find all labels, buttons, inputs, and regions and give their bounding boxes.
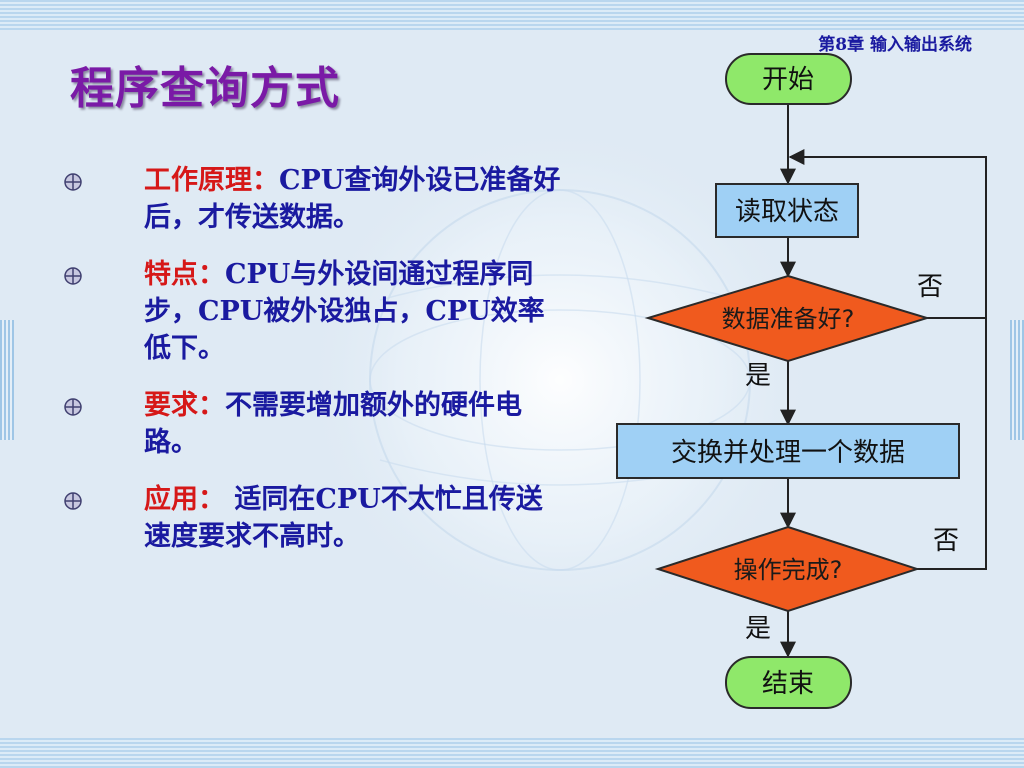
bullet-label: 工作原理：	[144, 165, 279, 196]
read-status-node: 读取状态	[715, 183, 859, 238]
globe-bullet-icon	[64, 398, 82, 416]
right-decorative-band	[1010, 320, 1024, 440]
chapter-heading: 第8章 输入输出系统	[818, 35, 972, 55]
data-ready-label: 数据准备好?	[722, 305, 855, 333]
operation-done-label: 操作完成?	[734, 556, 843, 584]
flow-connectors	[780, 104, 987, 658]
exchange-label: 交换并处理一个数据	[671, 438, 905, 468]
bullet-item: 工作原理：CPU查询外设已准备好后，才传送数据。	[62, 162, 562, 236]
bullet-body: 不需要增加额外的硬件电路。	[144, 390, 522, 458]
top-decorative-band	[0, 0, 1024, 30]
globe-bullet-icon	[64, 267, 82, 285]
data-ready-decision: 数据准备好?	[644, 274, 931, 363]
no-label-1: 否	[917, 272, 943, 302]
operation-done-decision: 操作完成?	[654, 525, 921, 613]
yes-label-1: 是	[745, 361, 771, 391]
bullet-item: 应用： 适同在CPU不太忙且传送速度要求不高时。	[62, 481, 562, 555]
globe-bullet-icon	[64, 492, 82, 510]
bottom-decorative-band	[0, 738, 1024, 768]
bullet-label: 特点：	[144, 259, 225, 290]
yes-label-2: 是	[745, 614, 771, 644]
bullet-body: CPU查询外设已准备好后，才传送数据。	[144, 165, 561, 233]
left-decorative-band	[0, 320, 14, 440]
exchange-process-node: 交换并处理一个数据	[616, 423, 960, 479]
bullet-label: 应用：	[144, 484, 225, 515]
bullet-list: 工作原理：CPU查询外设已准备好后，才传送数据。 特点：CPU与外设间通过程序同…	[62, 162, 562, 575]
bullet-item: 要求：不需要增加额外的硬件电路。	[62, 387, 562, 461]
globe-bullet-icon	[64, 173, 82, 191]
no-label-2: 否	[933, 526, 959, 556]
read-status-label: 读取状态	[735, 197, 839, 227]
slide-title: 程序查询方式	[70, 63, 340, 114]
bullet-body: CPU与外设间通过程序同步，CPU被外设独占，CPU效率低下。	[144, 259, 545, 364]
end-label: 结束	[762, 669, 814, 699]
start-label: 开始	[762, 65, 814, 95]
end-node: 结束	[725, 656, 852, 709]
bullet-item: 特点：CPU与外设间通过程序同步，CPU被外设独占，CPU效率低下。	[62, 256, 562, 367]
start-node: 开始	[725, 53, 852, 105]
bullet-label: 要求：	[144, 390, 225, 421]
bullet-body: 适同在CPU不太忙且传送速度要求不高时。	[144, 484, 543, 552]
